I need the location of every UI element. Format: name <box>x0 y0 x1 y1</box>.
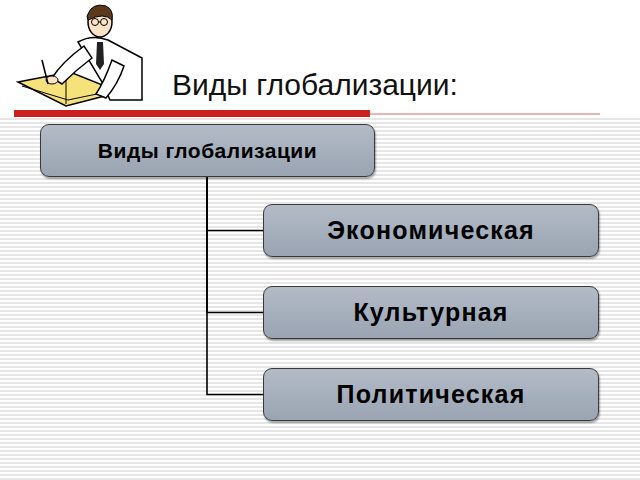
title-rule <box>370 113 600 114</box>
box-label: Виды глобализации <box>98 139 317 163</box>
category-box: Политическая <box>263 368 599 421</box>
title-bar <box>14 110 370 117</box>
box-label: Политическая <box>337 380 526 409</box>
writer-illustration <box>18 5 142 106</box>
category-box: Культурная <box>263 286 599 339</box>
box-label: Экономическая <box>327 216 535 245</box>
category-box: Экономическая <box>263 204 599 257</box>
tree-connector <box>207 177 263 313</box>
box-label: Культурная <box>353 298 508 327</box>
slide-title: Виды глобализации: <box>172 68 458 102</box>
tree-connector <box>207 177 263 231</box>
striped-ground <box>0 118 640 480</box>
root-box: Виды глобализации <box>40 124 375 177</box>
tree-connector <box>207 177 263 395</box>
